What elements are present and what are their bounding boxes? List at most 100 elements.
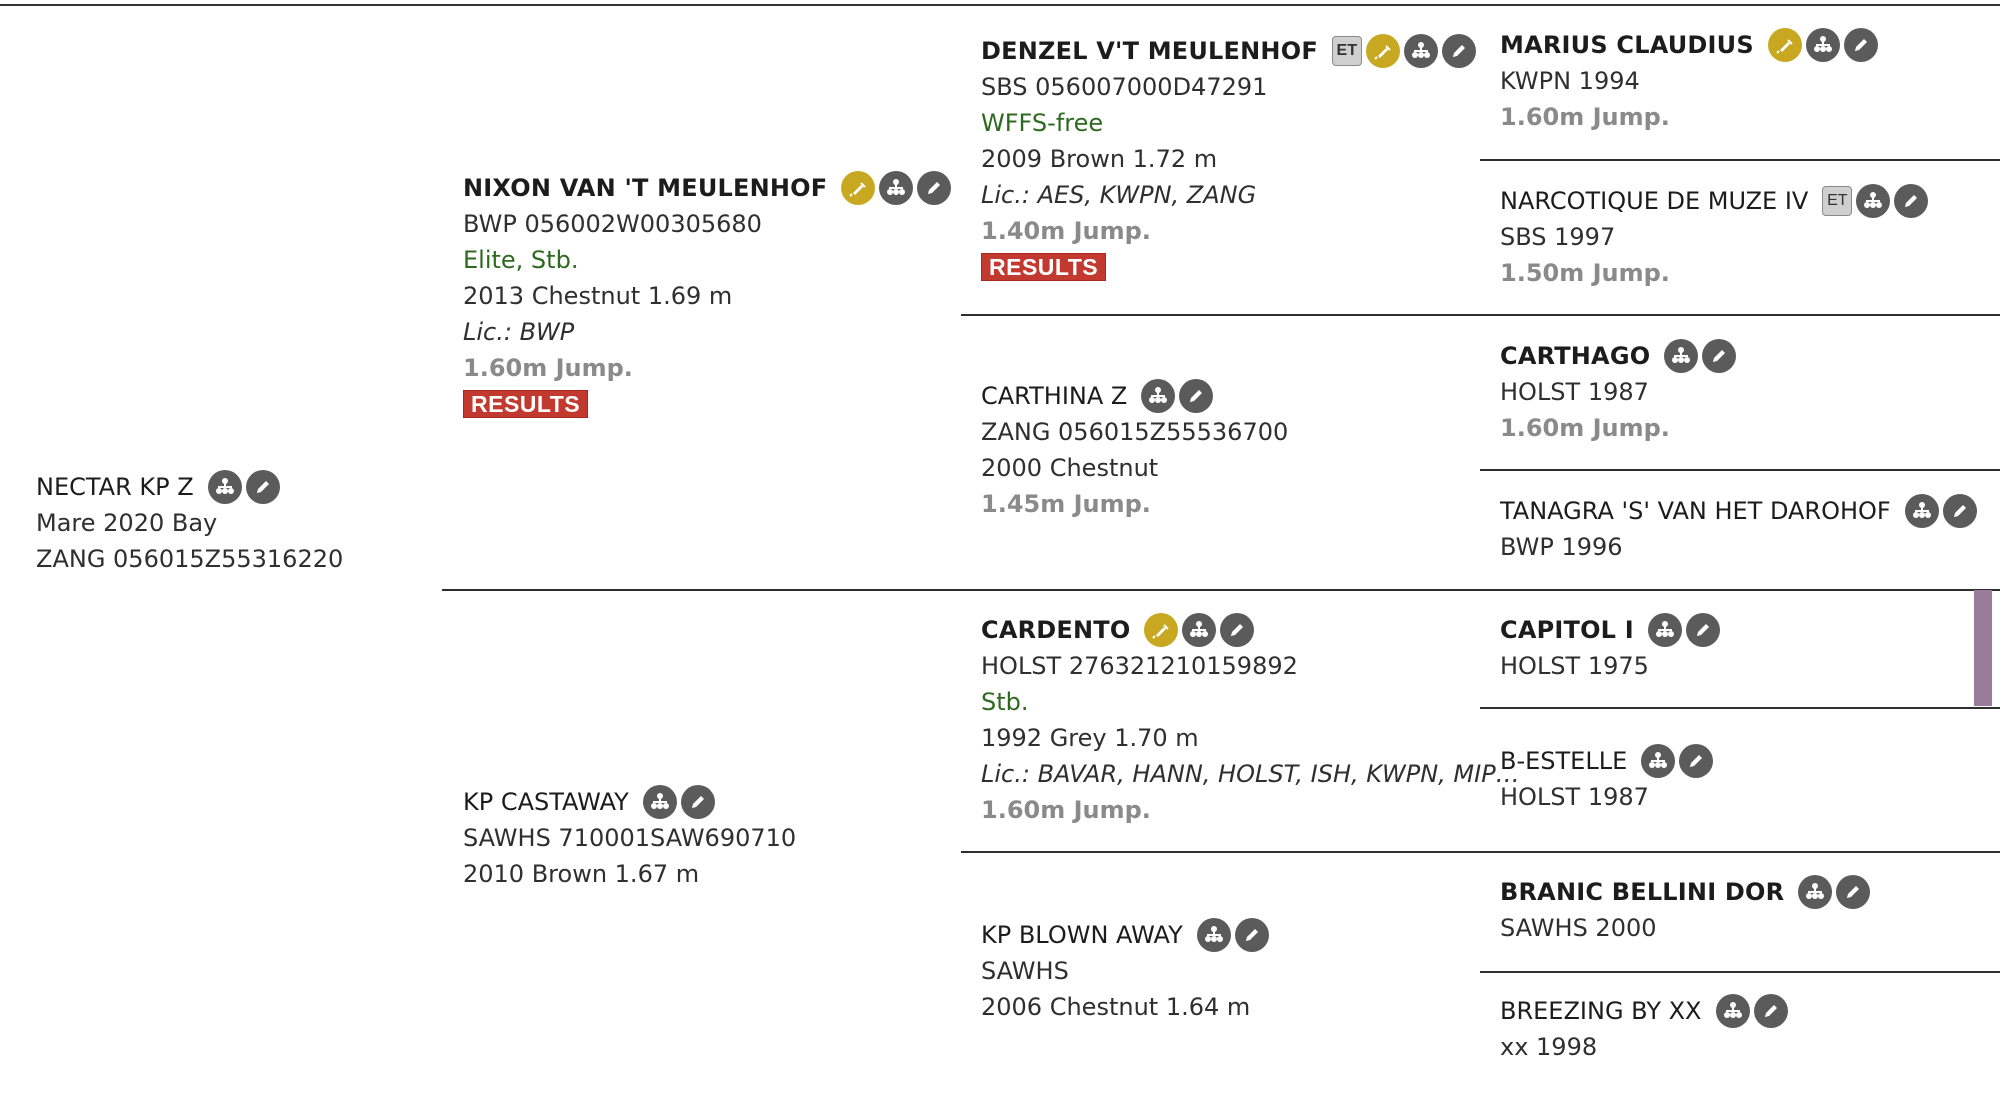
results-button[interactable]: RESULTS bbox=[981, 253, 1107, 281]
pencil-icon[interactable] bbox=[1234, 918, 1269, 952]
embryo-transfer-badge: ET bbox=[1331, 36, 1362, 66]
g3-entry-7: BRANIC BELLINI DOR SAWHS 2000 bbox=[1500, 874, 1871, 946]
pedigree-icon[interactable] bbox=[642, 785, 677, 819]
horse-registration: SBS 056007000D47291 bbox=[981, 73, 1268, 101]
horse-name[interactable]: BREEZING BY XX bbox=[1500, 997, 1702, 1025]
top-border bbox=[0, 4, 2000, 6]
horse-name[interactable]: CARTHINA Z bbox=[981, 382, 1128, 410]
g3-entry-4: TANAGRA 'S' VAN HET DAROHOF BWP 1996 bbox=[1500, 493, 1977, 565]
pencil-icon[interactable] bbox=[1685, 613, 1720, 647]
horse-registration: HOLST 1975 bbox=[1500, 652, 1649, 680]
subject-entry: NECTAR KP Z Mare 2020 Bay ZANG 056015Z55… bbox=[36, 469, 343, 577]
horse-registration: HOLST 1987 bbox=[1500, 783, 1649, 811]
divider-gen3-2 bbox=[1480, 469, 2000, 471]
horse-name[interactable]: NECTAR KP Z bbox=[36, 473, 194, 501]
pedigree-icon[interactable] bbox=[1141, 379, 1176, 413]
dam-entry: KP CASTAWAY SAWHS 710001SAW690710 2010 B… bbox=[463, 784, 796, 892]
horse-name[interactable]: MARIUS CLAUDIUS bbox=[1500, 31, 1754, 59]
pedigree-icon[interactable] bbox=[1641, 744, 1676, 778]
pencil-icon[interactable] bbox=[917, 171, 952, 205]
horse-registration: SAWHS bbox=[981, 957, 1069, 985]
horse-registration: HOLST 1987 bbox=[1500, 378, 1649, 406]
g3-entry-1: MARIUS CLAUDIUS KWPN 1994 1.60m Jump. bbox=[1500, 27, 1878, 135]
pedigree-icon[interactable] bbox=[1403, 34, 1438, 68]
sire-dam-entry: CARTHINA Z ZANG 056015Z55536700 2000 Che… bbox=[981, 378, 1288, 522]
horse-name[interactable]: KP BLOWN AWAY bbox=[981, 921, 1183, 949]
pencil-icon[interactable] bbox=[1843, 28, 1878, 62]
pedigree-icon[interactable] bbox=[1805, 28, 1840, 62]
pedigree-icon[interactable] bbox=[1196, 918, 1231, 952]
pencil-icon[interactable] bbox=[1836, 875, 1871, 909]
horse-registration: BWP 1996 bbox=[1500, 533, 1623, 561]
horse-licences: Lic.: BWP bbox=[463, 318, 575, 346]
embryo-transfer-badge: ET bbox=[1822, 186, 1853, 216]
horse-name[interactable]: CAPITOL I bbox=[1500, 616, 1634, 644]
pedigree-icon[interactable] bbox=[1664, 339, 1699, 373]
g3-entry-6: B-ESTELLE HOLST 1987 bbox=[1500, 743, 1714, 815]
horse-name[interactable]: NARCOTIQUE DE MUZE IV bbox=[1500, 187, 1809, 215]
horse-name[interactable]: CARTHAGO bbox=[1500, 342, 1651, 370]
horse-status: Stb. bbox=[981, 688, 1029, 716]
horse-info: 2009 Brown 1.72 m bbox=[981, 145, 1218, 173]
g3-entry-2: NARCOTIQUE DE MUZE IV ET SBS 1997 1.50m … bbox=[1500, 183, 1929, 291]
horse-status: WFFS-free bbox=[981, 109, 1104, 137]
dam-dam-entry: KP BLOWN AWAY SAWHS 2006 Chestnut 1.64 m bbox=[981, 917, 1269, 1025]
pedigree-icon[interactable] bbox=[1647, 613, 1682, 647]
horse-name[interactable]: TANAGRA 'S' VAN HET DAROHOF bbox=[1500, 497, 1891, 525]
g3-entry-8: BREEZING BY XX xx 1998 bbox=[1500, 993, 1788, 1065]
horse-name[interactable]: NIXON VAN 'T MEULENHOF bbox=[463, 174, 828, 202]
horse-name[interactable]: B-ESTELLE bbox=[1500, 747, 1628, 775]
g3-entry-5: CAPITOL I HOLST 1975 bbox=[1500, 612, 1720, 684]
horse-licences: Lic.: AES, KWPN, ZANG bbox=[981, 181, 1257, 209]
horse-info: 2006 Chestnut 1.64 m bbox=[981, 993, 1251, 1021]
pencil-icon[interactable] bbox=[1753, 994, 1788, 1028]
horse-status: Elite, Stb. bbox=[463, 246, 579, 274]
horse-jump-level: 1.50m Jump. bbox=[1500, 259, 1670, 287]
pencil-icon[interactable] bbox=[680, 785, 715, 819]
horse-jump-level: 1.40m Jump. bbox=[981, 217, 1151, 245]
horse-name[interactable]: BRANIC BELLINI DOR bbox=[1500, 878, 1785, 906]
scroll-indicator[interactable] bbox=[1974, 590, 1992, 706]
pedigree-icon[interactable] bbox=[879, 171, 914, 205]
horse-name[interactable]: CARDENTO bbox=[981, 616, 1131, 644]
pedigree-icon[interactable] bbox=[1715, 994, 1750, 1028]
stallion-icon[interactable] bbox=[1144, 613, 1179, 647]
horse-name[interactable]: KP CASTAWAY bbox=[463, 788, 629, 816]
pencil-icon[interactable] bbox=[1220, 613, 1255, 647]
stallion-icon[interactable] bbox=[1365, 34, 1400, 68]
horse-info: 2010 Brown 1.67 m bbox=[463, 860, 700, 888]
pencil-icon[interactable] bbox=[245, 470, 280, 504]
divider-gen3-4 bbox=[1480, 971, 2000, 973]
divider-gen2-bottom bbox=[961, 851, 2000, 853]
horse-info: Mare 2020 Bay bbox=[36, 509, 218, 537]
horse-name[interactable]: DENZEL V'T MEULENHOF bbox=[981, 37, 1318, 65]
pedigree-icon[interactable] bbox=[207, 470, 242, 504]
results-button[interactable]: RESULTS bbox=[463, 390, 589, 418]
horse-registration: HOLST 276321210159892 bbox=[981, 652, 1298, 680]
stallion-icon[interactable] bbox=[1767, 28, 1802, 62]
pedigree-icon[interactable] bbox=[1904, 494, 1939, 528]
pedigree-icon[interactable] bbox=[1182, 613, 1217, 647]
horse-jump-level: 1.60m Jump. bbox=[1500, 103, 1670, 131]
pencil-icon[interactable] bbox=[1894, 184, 1929, 218]
horse-registration: KWPN 1994 bbox=[1500, 67, 1640, 95]
divider-sire-dam bbox=[442, 589, 2000, 591]
pedigree-frame bbox=[14, 0, 2000, 1096]
pencil-icon[interactable] bbox=[1179, 379, 1214, 413]
pencil-icon[interactable] bbox=[1702, 339, 1737, 373]
g3-entry-3: CARTHAGO HOLST 1987 1.60m Jump. bbox=[1500, 338, 1737, 446]
pencil-icon[interactable] bbox=[1441, 34, 1476, 68]
horse-registration: SAWHS 710001SAW690710 bbox=[463, 824, 797, 852]
sire-sire-entry: DENZEL V'T MEULENHOF ET SBS 056007000D47… bbox=[981, 33, 1476, 285]
stallion-icon[interactable] bbox=[841, 171, 876, 205]
divider-gen2-top bbox=[961, 314, 2000, 316]
pedigree-icon[interactable] bbox=[1798, 875, 1833, 909]
pencil-icon[interactable] bbox=[1942, 494, 1977, 528]
horse-registration: SAWHS 2000 bbox=[1500, 914, 1657, 942]
horse-jump-level: 1.45m Jump. bbox=[981, 490, 1151, 518]
pedigree-icon[interactable] bbox=[1856, 184, 1891, 218]
horse-info: 1992 Grey 1.70 m bbox=[981, 724, 1199, 752]
divider-gen3-1 bbox=[1480, 159, 2000, 161]
divider-gen3-3 bbox=[1480, 707, 2000, 709]
pencil-icon[interactable] bbox=[1679, 744, 1714, 778]
